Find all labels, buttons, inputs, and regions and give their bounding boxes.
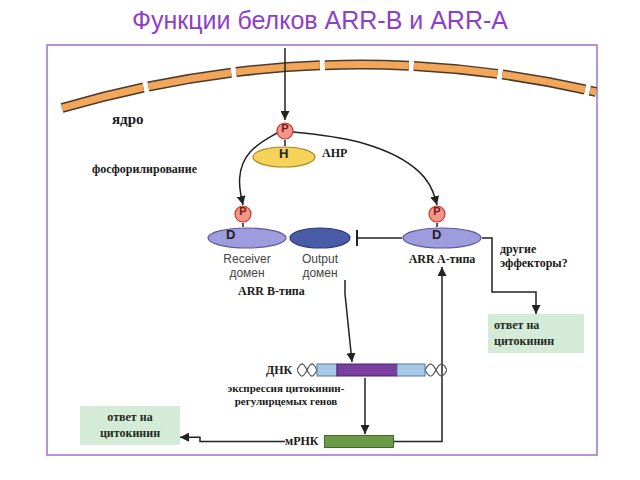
frame-border (47, 45, 597, 455)
phospho-circle: P (234, 205, 252, 223)
phospho-text: P (428, 205, 446, 217)
strand-label: ДНК (266, 363, 292, 378)
arr-a-protein: D ARR A-типа (402, 227, 482, 267)
helix-strand (425, 364, 447, 376)
oval-shape: D (402, 227, 482, 249)
nuclear-envelope (62, 65, 596, 108)
helix-strand (425, 364, 447, 376)
domain-caption: ARR A-типа (409, 252, 476, 267)
phospho-text: P (234, 205, 252, 217)
phospho-text: P (276, 122, 294, 134)
mrna-graphic (324, 435, 394, 448)
receiver-domain: D Receiver домен (207, 227, 287, 280)
process-label: фосфорилирование (92, 162, 197, 176)
helix-strand (297, 364, 317, 376)
helix-strand (297, 364, 317, 376)
protein-label: ARR B-типа (238, 284, 305, 298)
output-domain: Output домен (287, 227, 353, 280)
arrow-connector (293, 132, 437, 205)
signal-arrow (284, 48, 286, 120)
expression-caption: экспрессия цитокинин-регулирцемых генов (220, 382, 352, 408)
oval-shape (289, 227, 351, 249)
ahp-protein: HAHP (252, 146, 316, 168)
effector-label: другие эффекторы? (500, 242, 584, 271)
mrna-strand: мРНК (285, 434, 394, 449)
title-text: Функции белков ARR-B и ARR-A (0, 6, 640, 35)
response-box: ответ на цитокинин (488, 314, 584, 353)
arrow-connector (364, 378, 366, 434)
nuclear-envelope-outline (62, 65, 596, 108)
dna-strand: ДНКэкспрессия цитокинин-регулирцемых ген… (266, 362, 447, 378)
strand-label: мРНК (285, 434, 319, 449)
oval-shape: HAHP (252, 146, 316, 168)
box-text: ответ на цитокинин (86, 410, 174, 441)
protein-name: AHP (322, 146, 347, 161)
oval-shape: D (207, 227, 287, 249)
domain-caption: Output домен (287, 252, 353, 280)
arrow-connector (345, 280, 352, 362)
box-text: ответ на цитокинин (494, 318, 578, 349)
phospho-circle: P (276, 122, 294, 140)
domain-letter: D (226, 227, 235, 242)
arrow-connector (436, 223, 438, 227)
arrow-connector (180, 437, 285, 441)
arrow-connector (284, 140, 286, 146)
phospho-circle: P (428, 205, 446, 223)
inhibition-connector (357, 237, 402, 239)
domain-caption: Receiver домен (214, 252, 280, 280)
arrow-connector (242, 223, 244, 227)
dna-graphic (297, 362, 447, 378)
arrow-connector (240, 133, 277, 205)
compartment-label: ядро (112, 110, 144, 128)
domain-letter: D (432, 227, 441, 242)
arrow-connector (394, 267, 442, 442)
response-box: ответ на цитокинин (80, 406, 180, 445)
domain-letter: H (279, 146, 288, 161)
